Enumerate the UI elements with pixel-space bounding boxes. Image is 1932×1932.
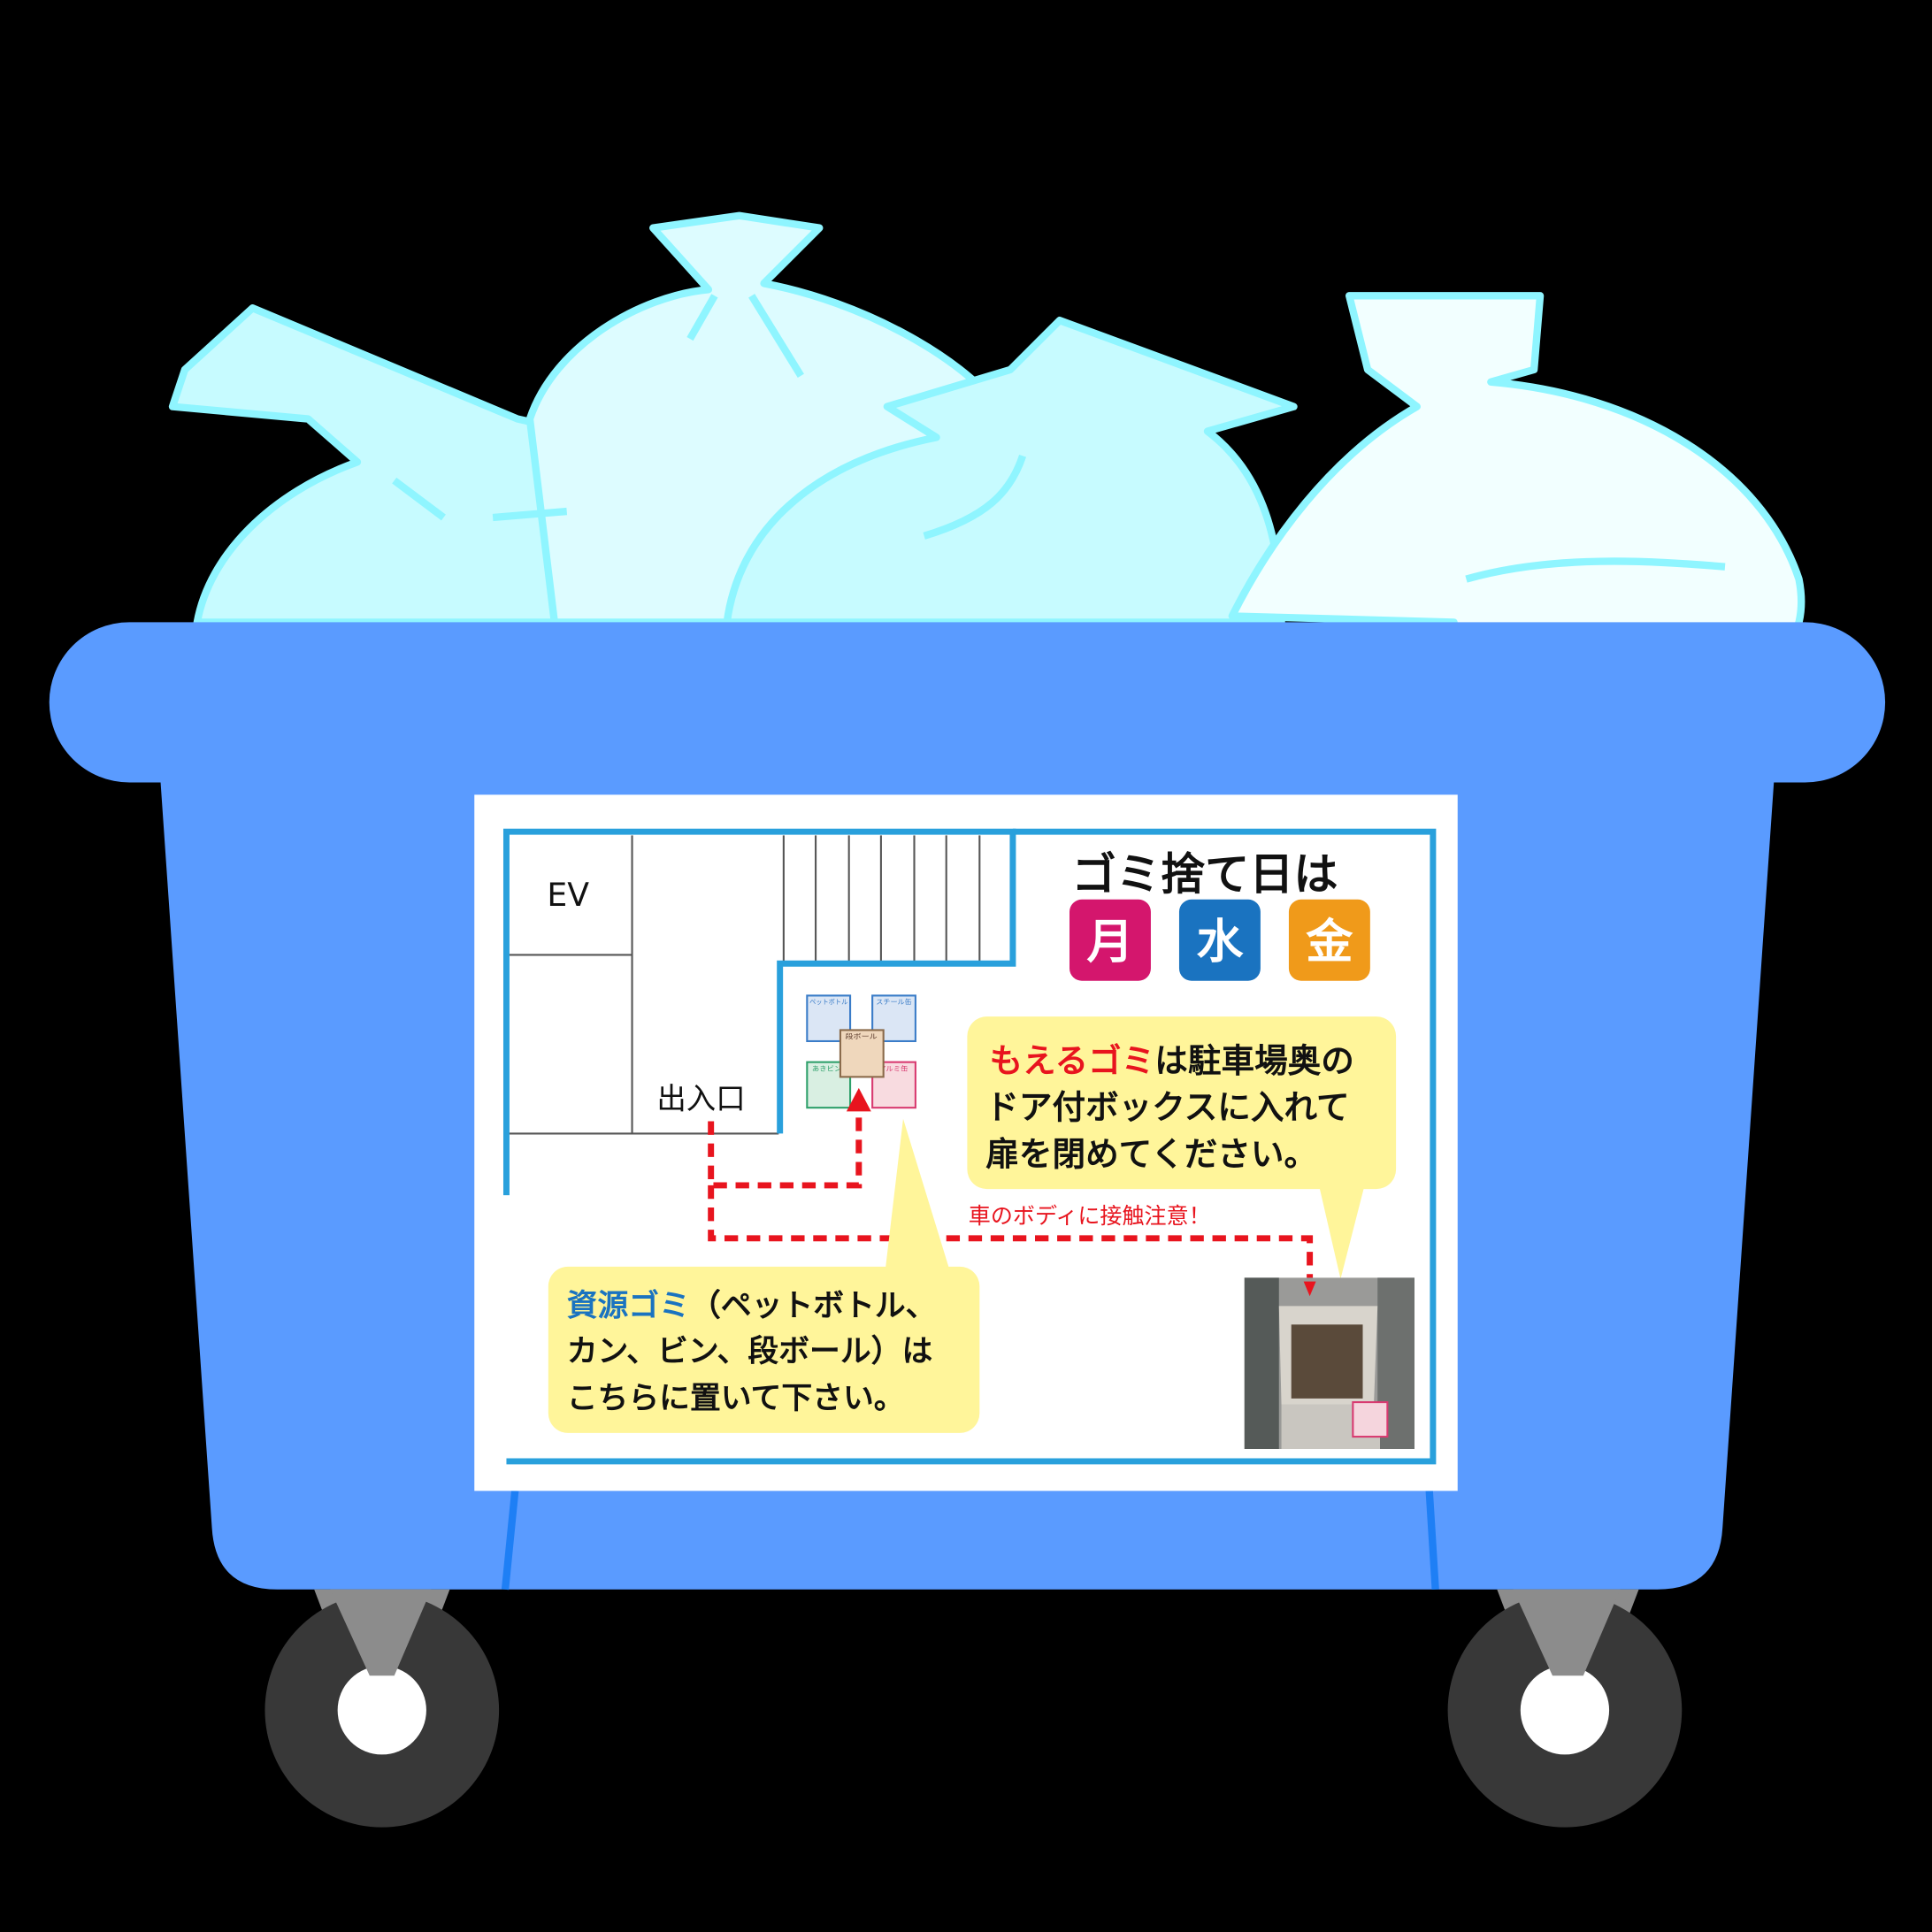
day-wednesday: 水	[1196, 915, 1244, 969]
burnable-line3: 扉を閉めてください。	[985, 1135, 1317, 1174]
svg-text:もえるゴミは駐車場奥の: もえるゴミは駐車場奥の	[989, 1041, 1353, 1080]
recyclable-line3: こちらに置いて下さい。	[567, 1381, 905, 1416]
wheel-right	[1447, 1589, 1683, 1828]
garbage-box-photo	[1244, 1277, 1414, 1449]
cardboard-label: 段ボール	[846, 1031, 878, 1040]
burnable-line1: は駐車場奥の	[1154, 1041, 1354, 1080]
pet-bottle-label: ペットボトル	[809, 998, 847, 1006]
burnable-garbage-bubble: もえるゴミは駐車場奥の ドア付ボックスに入れて 扉を閉めてください。	[967, 1016, 1397, 1279]
aluminum-can-label: アルミ缶	[878, 1063, 908, 1072]
recyclable-line1: （ペットボトル、	[690, 1289, 937, 1324]
wheel-left	[264, 1589, 500, 1828]
recyclable-highlight: 資源ゴミ	[567, 1288, 690, 1324]
stairs	[782, 835, 981, 964]
floor-plan: EV 出入口	[502, 828, 1437, 1465]
svg-text:資源ゴミ（ペットボトル、: 資源ゴミ（ペットボトル、	[567, 1288, 937, 1324]
collection-schedule: ゴミ捨て日は 月 水 金	[1070, 848, 1370, 981]
recyclable-line2: カン、ビン、段ボール）は	[567, 1333, 933, 1369]
garbage-bags	[168, 211, 1806, 688]
glass-bottle-label: あきビン	[812, 1064, 842, 1072]
route-arrows	[708, 1108, 1314, 1282]
entrance-label: 出入口	[656, 1082, 745, 1116]
recycle-icons: ペットボトル スチール缶 あきビン アルミ缶 段ボール	[806, 994, 916, 1109]
day-badge-wednesday	[1178, 899, 1261, 981]
bag-center	[723, 316, 1298, 626]
burnable-sticker-icon	[1352, 1401, 1389, 1438]
recyclable-garbage-bubble: 資源ゴミ（ペットボトル、 カン、ビン、段ボール）は こちらに置いて下さい。	[548, 1118, 980, 1433]
arrow-up-icon	[846, 1087, 871, 1112]
bin-rim	[49, 622, 1886, 783]
day-badge-friday	[1288, 899, 1370, 981]
day-monday: 月	[1087, 915, 1134, 969]
elevator-label: EV	[547, 876, 589, 914]
schedule-title: ゴミ捨て日は	[1072, 848, 1338, 901]
day-badge-monday	[1070, 899, 1151, 981]
cardboard-icon: 段ボール	[839, 1029, 885, 1078]
garbage-sign: EV 出入口 ペットボトル スチール缶 あきビン アルミ缶	[474, 794, 1458, 1491]
burnable-line2: ドア付ボックスに入れて	[985, 1088, 1349, 1127]
burnable-highlight: もえるゴミ	[989, 1041, 1154, 1080]
day-friday: 金	[1305, 915, 1353, 969]
steel-can-label: スチール缶	[876, 997, 912, 1006]
caution-text: 車のボディに接触注意！	[969, 1203, 1211, 1229]
